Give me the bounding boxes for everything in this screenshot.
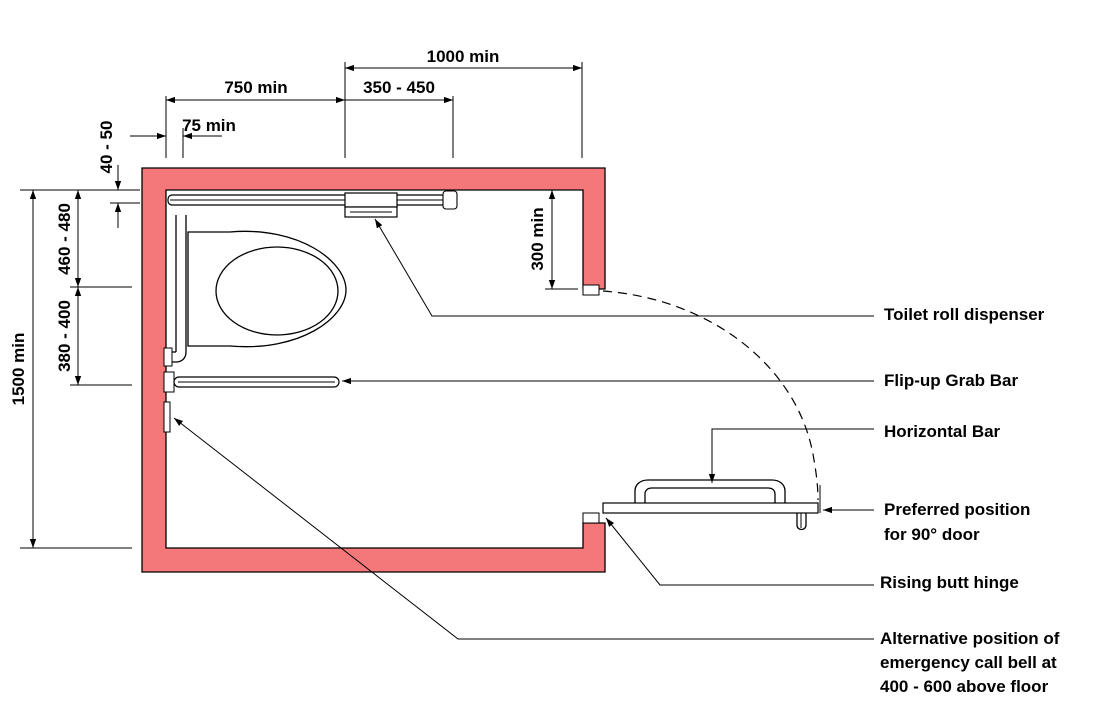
- dim-300-label: 300 min: [528, 207, 547, 270]
- toilet-roll-label: Toilet roll dispenser: [884, 305, 1045, 324]
- preferred-position-label-line1: Preferred position: [884, 500, 1030, 519]
- left-dimensions: [20, 165, 140, 549]
- door-swing-arc: [602, 290, 819, 501]
- leader-lines: [173, 218, 874, 640]
- dim-350-450-label: 350 - 450: [363, 78, 435, 97]
- call-bell: [163, 401, 171, 433]
- side-grab-rail: [163, 215, 187, 367]
- alt-call-bell-label-line3: 400 - 600 above floor: [880, 677, 1049, 696]
- dim-1500-label: 1500 min: [9, 333, 28, 406]
- hinge-label: Rising butt hinge: [880, 573, 1019, 592]
- door-leaf: [602, 479, 821, 531]
- hinge-block: [582, 512, 600, 524]
- rear-grab-rail: [167, 190, 458, 210]
- dim-1000-label: 1000 min: [427, 47, 500, 66]
- alt-call-bell-label-line1: Alternative position of: [880, 629, 1060, 648]
- wc-pan: [187, 230, 347, 348]
- toilet-roll-dispenser: [344, 192, 398, 218]
- dim-460-480-label: 460 - 480: [55, 203, 74, 275]
- top-dimensions: [130, 62, 583, 158]
- flip-up-grab-bar: [163, 371, 340, 393]
- dim-75-label: 75 min: [182, 116, 236, 135]
- dim-380-400-label: 380 - 400: [55, 300, 74, 372]
- dim-750-label: 750 min: [224, 78, 287, 97]
- horizontal-bar-label: Horizontal Bar: [884, 422, 1001, 441]
- preferred-position-label-line2: for 90° door: [884, 525, 980, 544]
- room-wall: [141, 167, 606, 573]
- flip-up-label: Flip-up Grab Bar: [884, 371, 1019, 390]
- door-stop-block: [582, 284, 600, 296]
- dim-40-50-label: 40 - 50: [97, 121, 116, 174]
- alt-call-bell-label-line2: emergency call bell at: [880, 653, 1057, 672]
- door-jamb-dimension: [545, 189, 578, 290]
